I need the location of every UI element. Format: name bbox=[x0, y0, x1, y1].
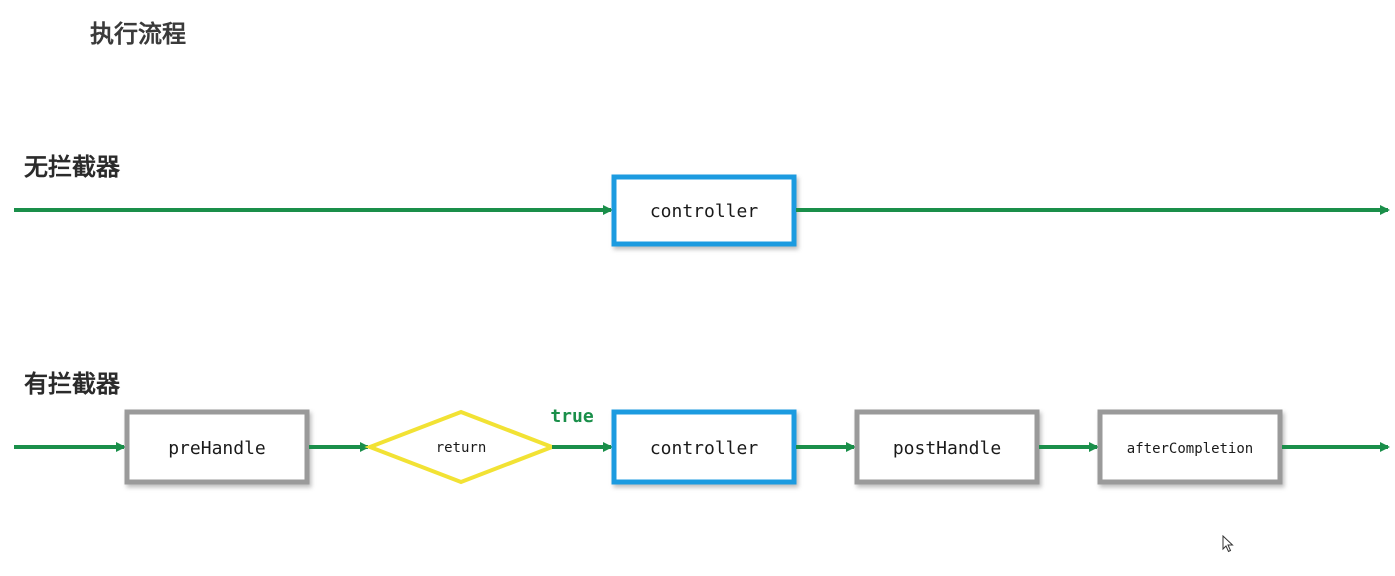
true-edge-label: true bbox=[550, 406, 594, 427]
row-without-interceptor: controller bbox=[14, 174, 1390, 247]
return-label: return bbox=[436, 440, 487, 456]
controller-box-1 bbox=[611, 174, 797, 247]
aftercompletion-box bbox=[1097, 409, 1283, 485]
mouse-pointer-icon bbox=[1222, 535, 1234, 553]
return-decision-diamond bbox=[364, 409, 558, 485]
page-title: 执行流程 bbox=[90, 20, 186, 48]
prehandle-box bbox=[124, 409, 310, 485]
controller-label-1: controller bbox=[650, 201, 759, 222]
aftercompletion-label: afterCompletion bbox=[1127, 441, 1253, 457]
section-label-with-interceptor: 有拦截器 bbox=[24, 370, 120, 398]
row-with-interceptor: preHandle return true controller postHan… bbox=[14, 406, 1390, 485]
posthandle-box bbox=[854, 409, 1040, 485]
controller-box-2 bbox=[611, 409, 797, 485]
controller-label-2: controller bbox=[650, 438, 759, 459]
section-label-without-interceptor: 无拦截器 bbox=[24, 153, 120, 181]
prehandle-label: preHandle bbox=[168, 438, 266, 459]
posthandle-label: postHandle bbox=[893, 438, 1001, 459]
